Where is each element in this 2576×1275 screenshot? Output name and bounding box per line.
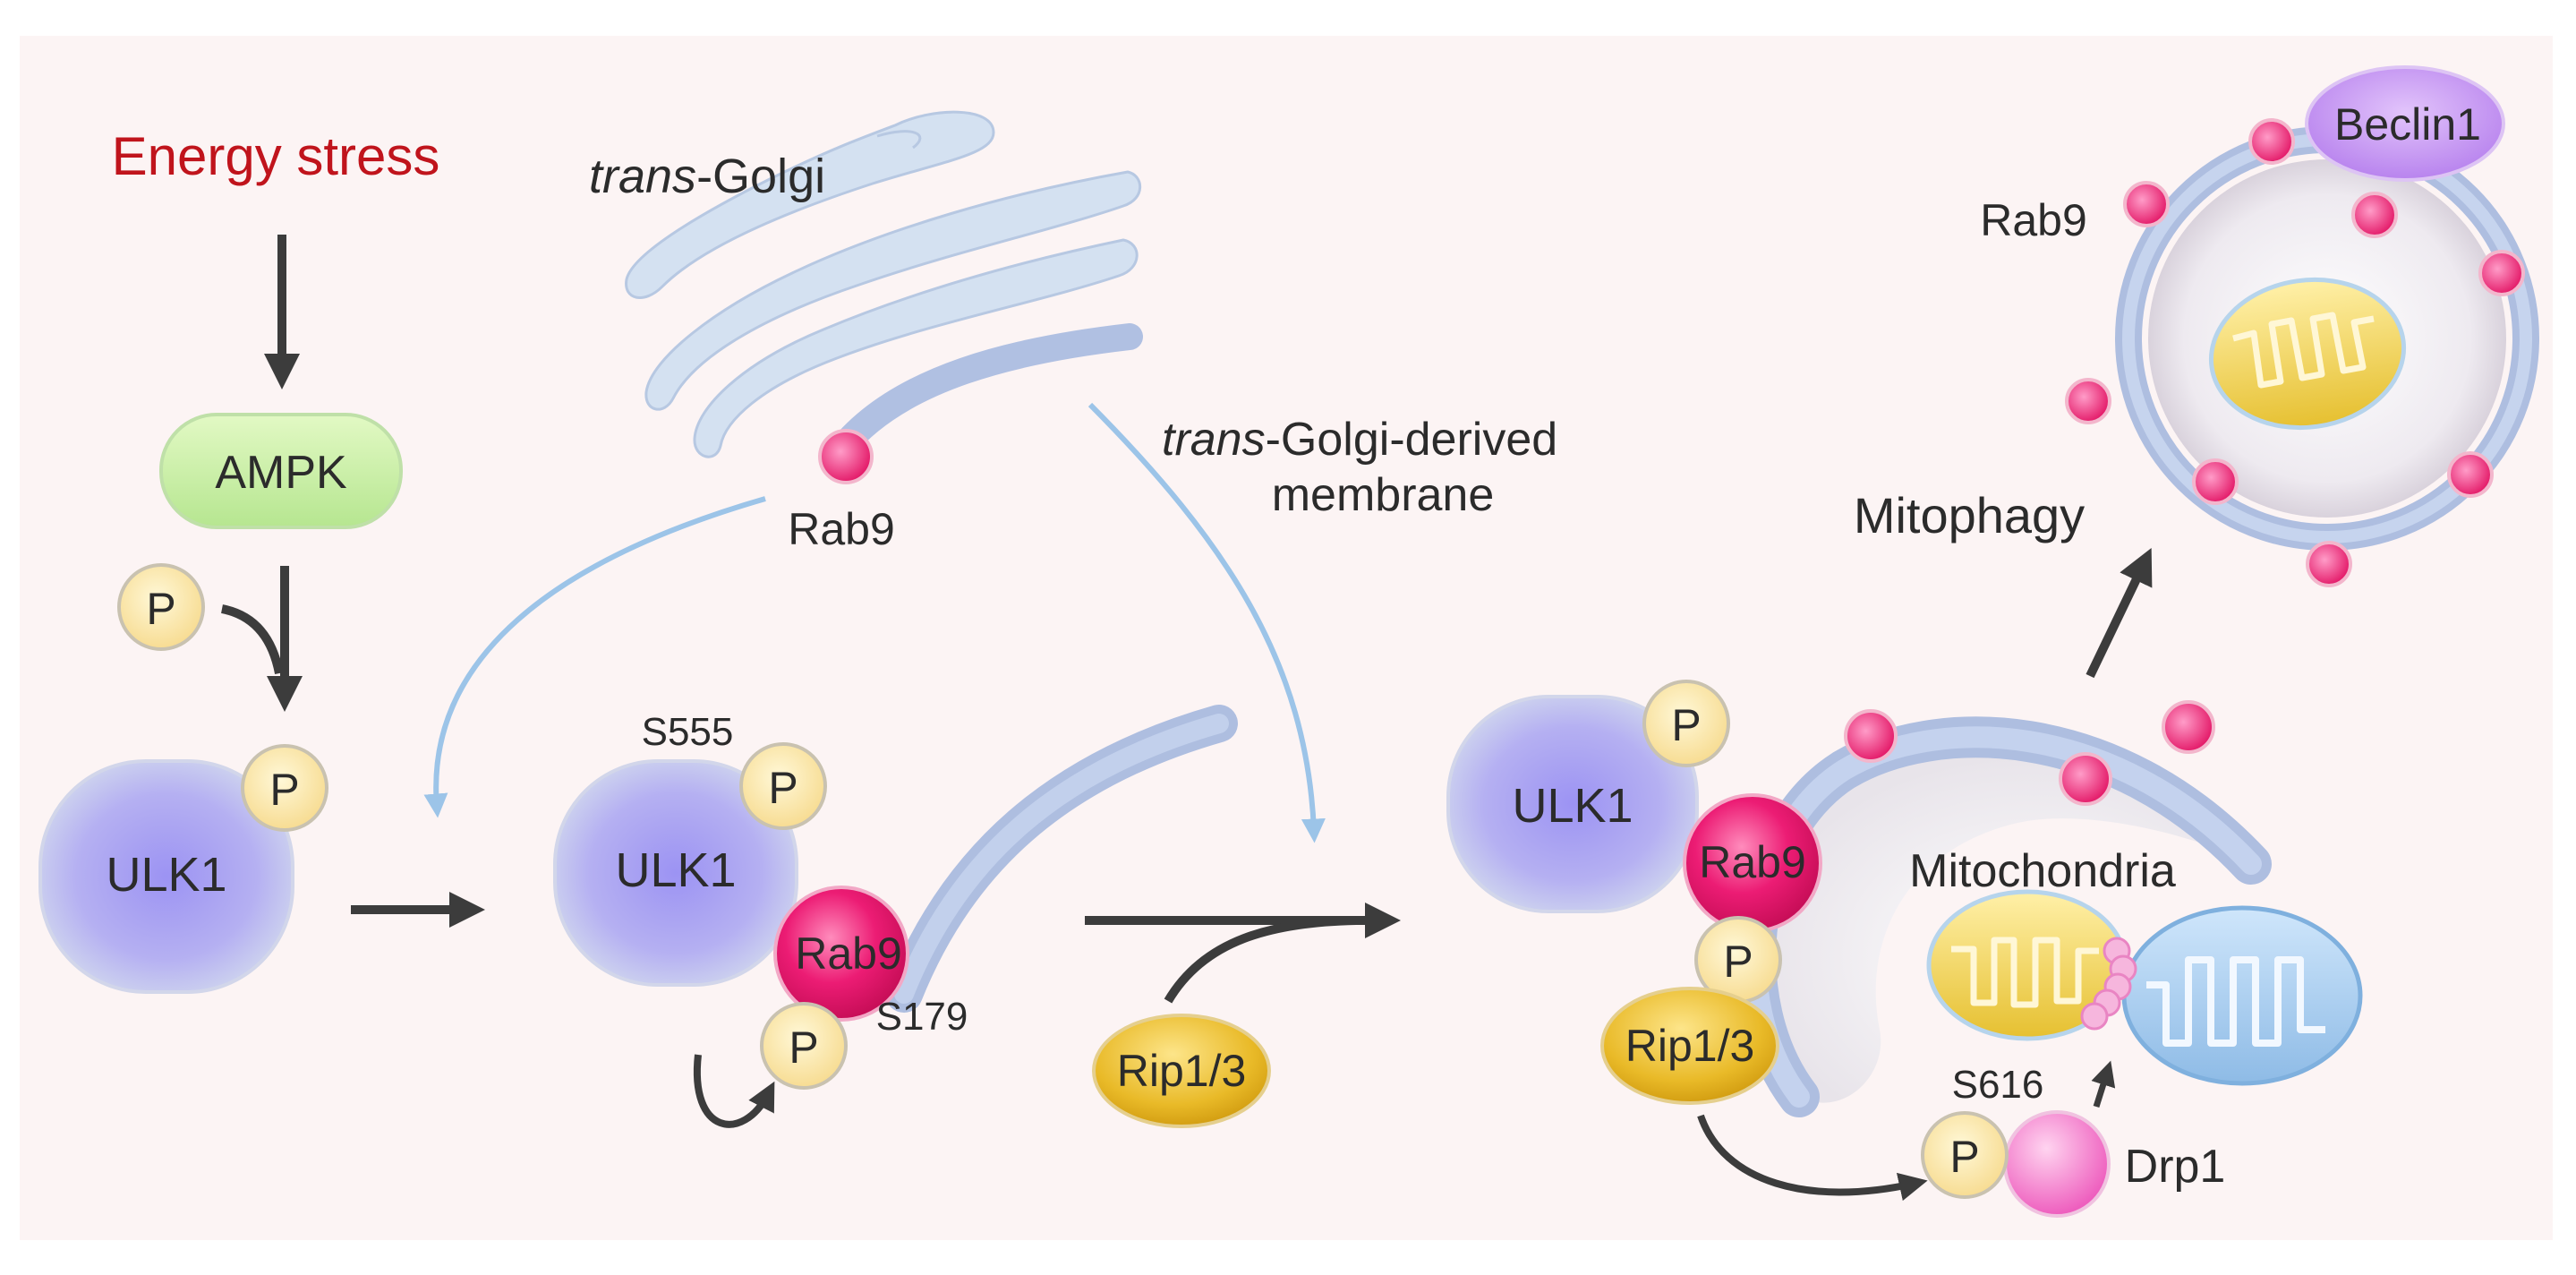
rab9-label-autophagosome: Rab9 [1980,195,2087,245]
ulk1-label-2: ULK1 [615,843,736,897]
ulk1-node-1: ULK1 [38,759,294,994]
trans-golgi-label: trans-Golgi [589,150,825,203]
rab9-dot-a6 [2192,458,2239,505]
phosphate-label: P [1671,700,1701,750]
phosphate-ulk1-3: P [1642,680,1730,767]
rip13-label-right: Rip1/3 [1625,1021,1755,1071]
trans-golgi-derived-label: trans-Golgi-derived [1162,414,1557,466]
phosphate-label: P [146,584,175,634]
rab9-dot-phagophore-3 [2162,700,2215,754]
membrane-label: membrane [1272,469,1495,521]
ulk1-node-2: ULK1 [553,759,798,987]
diagram-background [20,36,2553,1240]
rab9-label-middle: Rab9 [795,928,902,979]
rab9-label-golgi: Rab9 [788,504,895,554]
membrane-arc-middle-highlight [894,714,1229,1004]
drp1-label: Drp1 [2125,1141,2226,1193]
arrow-autophosphorylation [693,1054,775,1128]
ampk-node: AMPK [159,413,403,529]
rab9-dot-a8 [2306,541,2352,587]
rab9-golgi-dot [818,429,874,484]
phosphate-s616: P [1921,1111,2009,1199]
rab9-dot-a2 [2123,181,2170,227]
rab9-node-right: Rab9 [1683,793,1822,933]
phagophore-body [1755,737,2251,1103]
ampk-label: AMPK [215,447,347,499]
rab9-dot-a3 [2351,192,2398,238]
phosphate-s555: P [739,742,827,830]
phosphate-s179: P [760,1002,848,1090]
phosphate-rab9-right: P [1694,916,1782,1004]
ulk1-label-1: ULK1 [106,848,226,902]
rab9-dot-a5 [2065,378,2111,424]
drp1-ring [2080,937,2137,1031]
phosphate-label: P [789,1023,818,1073]
golgi-membrane-arc [823,323,1143,468]
rab9-label-right: Rab9 [1699,837,1806,887]
arrow-rip13-join [1164,916,1357,1004]
arrow-to-mitophagy [2086,547,2153,679]
rip13-node-middle: Rip1/3 [1092,1014,1271,1128]
arrow-golgi-derived-membrane [1088,402,1326,843]
beclin1-node: Beclin1 [2305,65,2505,182]
arrow-drp1-to-mitochondria [2091,1060,2116,1108]
s616-label: S616 [1952,1063,2044,1107]
rab9-dot-a1 [2248,118,2295,165]
phosphate-ulk1-1: P [241,744,328,832]
beclin1-label: Beclin1 [2334,99,2481,150]
trans-golgi [625,110,1142,458]
phosphate-label: P [1949,1132,1979,1182]
drp1-node [2003,1110,2111,1218]
phosphate-label: P [269,765,299,815]
energy-stress-label: Energy stress [112,126,440,186]
rab9-dots-autophagosome [2065,118,2525,587]
phosphate-label: P [1723,937,1753,987]
mitophagy-label: Mitophagy [1854,487,2085,543]
arrow-rip13-to-drp1 [1697,1114,1928,1202]
mitochondrion-engulfed [2208,277,2407,431]
phosphate-free: P [117,563,205,651]
mitochondrion-blue [2121,905,2363,1086]
s555-label: S555 [642,710,734,754]
rip13-node-right: Rip1/3 [1600,987,1779,1105]
rab9-dot-phagophore-2 [2059,752,2112,806]
phosphate-label: P [768,763,798,813]
arrow-golgi-to-ulk1 [423,496,766,818]
ulk1-label-3: ULK1 [1512,779,1633,833]
rab9-node-middle: Rab9 [773,886,909,1022]
rip13-label-middle: Rip1/3 [1117,1046,1247,1096]
arrow-phosphate-transfer [220,604,284,675]
rab9-dot-a7 [2447,451,2494,498]
ulk1-node-3: ULK1 [1446,695,1699,913]
s179-label: S179 [876,995,968,1039]
rab9-dot-a4 [2478,250,2525,296]
mitochondria-label: Mitochondria [1909,845,2176,897]
rab9-dot-phagophore-1 [1844,709,1898,763]
